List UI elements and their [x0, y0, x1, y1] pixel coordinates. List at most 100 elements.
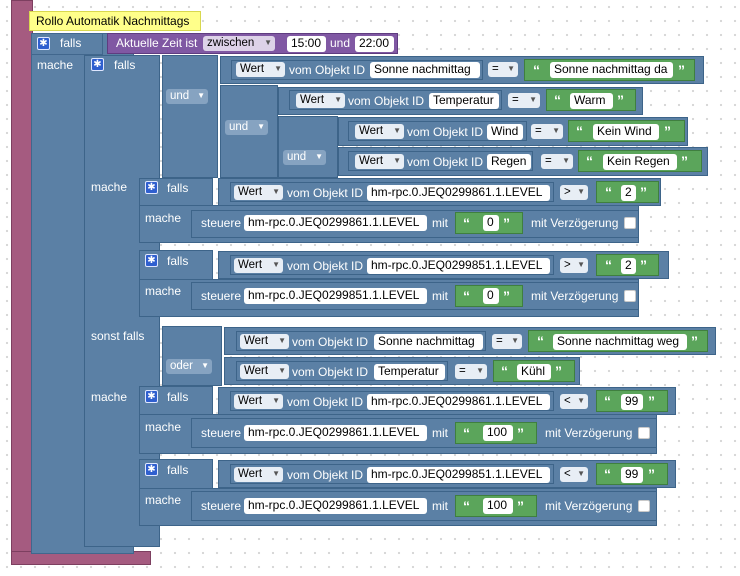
compare-operator-6[interactable]: =▼: [455, 364, 487, 379]
string-field-4[interactable]: Kein Regen: [603, 154, 677, 170]
mit-label: mit: [432, 499, 448, 513]
string-field-6[interactable]: Kühl: [517, 364, 551, 380]
dropdown-arrow-icon: ▼: [511, 336, 519, 345]
wert-dropdown-d[interactable]: Wert▼: [234, 467, 283, 482]
set-value-field-b[interactable]: 0: [483, 288, 499, 304]
wert-dropdown-5[interactable]: Wert ▼: [240, 334, 289, 349]
wert-dropdown-b[interactable]: Wert▼: [234, 258, 283, 273]
compare-operator-5[interactable]: =▼: [492, 334, 522, 349]
gear-icon[interactable]: ✱: [145, 390, 158, 403]
falls-label: falls: [167, 181, 189, 195]
compare-operator-2[interactable]: =▼: [508, 93, 540, 108]
operator-value: =: [492, 63, 499, 75]
wert-value: Wert: [244, 335, 269, 347]
gear-icon[interactable]: ✱: [91, 58, 104, 71]
wert-dropdown-a[interactable]: Wert▼: [234, 185, 283, 200]
set-value-field-a[interactable]: 0: [483, 215, 499, 231]
time-operator-dropdown[interactable]: zwischen▼: [203, 36, 275, 51]
string-field-1[interactable]: Sonne nachmittag da: [550, 62, 673, 78]
delay-checkbox[interactable]: [638, 500, 650, 512]
quote-open-icon: “: [463, 425, 470, 441]
set-value-field-c[interactable]: 100: [483, 425, 513, 441]
vom-objekt-label: vom Objekt ID: [287, 395, 364, 409]
string-field-d[interactable]: 99: [621, 467, 643, 483]
and-operator-dropdown[interactable]: und▼: [283, 150, 326, 165]
dropdown-arrow-icon: ▼: [393, 126, 401, 135]
compare-operator-1[interactable]: =▼: [488, 62, 518, 77]
gear-icon[interactable]: ✱: [145, 463, 158, 476]
object-id-field-5[interactable]: Sonne nachmittag: [374, 334, 483, 350]
quote-open-icon: “: [605, 257, 612, 273]
string-field-3[interactable]: Kein Wind: [593, 124, 659, 140]
object-id-field-a[interactable]: hm-rpc.0.JEQ0299861.1.LEVEL: [367, 185, 550, 201]
object-id-field-1[interactable]: Sonne nachmittag: [370, 62, 480, 78]
wert-dropdown-4[interactable]: Wert▼: [355, 154, 404, 169]
wert-value: Wert: [359, 155, 384, 167]
quote-open-icon: “: [576, 123, 583, 139]
dropdown-arrow-icon: ▼: [577, 469, 585, 478]
delay-checkbox[interactable]: [624, 290, 636, 302]
and-operator-dropdown[interactable]: und▼: [225, 120, 268, 135]
and-operator-dropdown[interactable]: und▼: [166, 89, 208, 104]
gear-icon[interactable]: ✱: [145, 254, 158, 267]
set-object-field-b[interactable]: hm-rpc.0.JEQ0299851.1.LEVEL: [244, 288, 427, 304]
gear-icon[interactable]: ✱: [145, 181, 158, 194]
mit-verzoegerung-label: mit Verzögerung: [545, 426, 633, 440]
root-block[interactable]: [11, 0, 33, 560]
delay-checkbox[interactable]: [638, 427, 650, 439]
wert-dropdown-2[interactable]: Wert▼: [296, 93, 345, 108]
comment-label[interactable]: Rollo Automatik Nachmittags: [29, 11, 201, 31]
object-id-field-4[interactable]: Regen: [487, 154, 531, 170]
time-from-field[interactable]: 15:00: [287, 36, 326, 52]
compare-operator-d[interactable]: <▼: [560, 467, 588, 482]
operator-value: <: [564, 395, 571, 407]
vom-objekt-label: vom Objekt ID: [289, 63, 366, 77]
and-block-nested-2[interactable]: [278, 116, 338, 178]
operator-value: =: [496, 335, 503, 347]
wert-dropdown-c[interactable]: Wert▼: [234, 394, 283, 409]
and-operator-value: und: [287, 151, 307, 163]
time-to-field[interactable]: 22:00: [355, 36, 394, 52]
compare-operator-3[interactable]: =▼: [531, 124, 563, 139]
string-field-c[interactable]: 99: [621, 394, 643, 410]
or-operator-dropdown[interactable]: oder▼: [166, 359, 212, 374]
compare-operator-a[interactable]: >▼: [560, 185, 588, 200]
set-object-field-a[interactable]: hm-rpc.0.JEQ0299861.1.LEVEL: [244, 215, 427, 231]
quote-close-icon: ”: [640, 184, 647, 200]
operator-value: >: [564, 259, 571, 271]
set-object-field-d[interactable]: hm-rpc.0.JEQ0299861.1.LEVEL: [244, 498, 427, 514]
mit-verzoegerung-label: mit Verzögerung: [531, 216, 619, 230]
compare-operator-c[interactable]: <▼: [560, 394, 588, 409]
object-id-field-d[interactable]: hm-rpc.0.JEQ0299851.1.LEVEL: [367, 467, 550, 483]
quote-open-icon: “: [463, 288, 470, 304]
quote-open-icon: “: [586, 153, 593, 169]
string-field-5[interactable]: Sonne nachmittag weg: [553, 334, 687, 350]
quote-close-icon: ”: [503, 288, 510, 304]
dropdown-arrow-icon: ▼: [278, 336, 286, 345]
compare-operator-4[interactable]: =▼: [541, 154, 573, 169]
object-id-field-6[interactable]: Temperatur: [374, 364, 445, 380]
set-value-field-d[interactable]: 100: [483, 498, 513, 514]
dropdown-arrow-icon: ▼: [334, 95, 342, 104]
quote-close-icon: ”: [555, 363, 562, 379]
compare-operator-b[interactable]: >▼: [560, 258, 588, 273]
object-id-field-c[interactable]: hm-rpc.0.JEQ0299861.1.LEVEL: [367, 394, 550, 410]
mit-label: mit: [432, 426, 448, 440]
mit-label: mit: [432, 289, 448, 303]
set-object-field-c[interactable]: hm-rpc.0.JEQ0299861.1.LEVEL: [244, 425, 427, 441]
string-field-b[interactable]: 2: [621, 258, 636, 274]
string-field-2[interactable]: Warm: [570, 93, 613, 109]
delay-checkbox[interactable]: [624, 217, 636, 229]
object-id-field-2[interactable]: Temperatur: [429, 93, 499, 109]
object-id-field-3[interactable]: Wind: [487, 124, 523, 140]
object-id-field-b[interactable]: hm-rpc.0.JEQ0299851.1.LEVEL: [367, 258, 550, 274]
and-block[interactable]: [162, 55, 218, 178]
or-block[interactable]: [162, 326, 222, 386]
gear-icon[interactable]: ✱: [37, 37, 50, 50]
wert-dropdown-6[interactable]: Wert▼: [240, 364, 289, 379]
wert-dropdown-1[interactable]: Wert▼: [236, 62, 285, 77]
string-field-a[interactable]: 2: [621, 185, 636, 201]
quote-close-icon: ”: [678, 62, 685, 78]
vom-objekt-label: vom Objekt ID: [348, 94, 425, 108]
wert-dropdown-3[interactable]: Wert▼: [355, 124, 404, 139]
